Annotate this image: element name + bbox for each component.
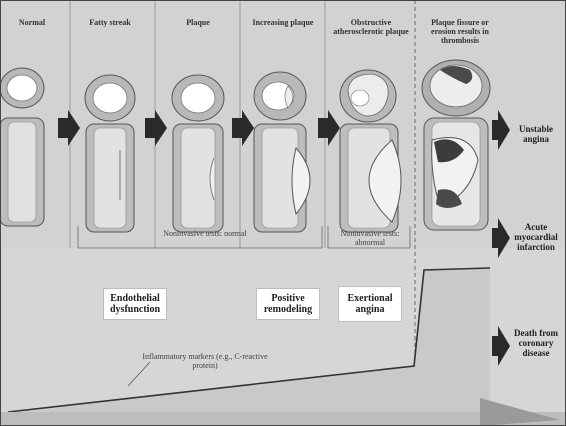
- vessel-fatty-streak: [85, 75, 135, 232]
- outcome-death: Death from coronary disease: [508, 328, 564, 358]
- tests-abnormal-label: Noninvasive tests: abnormal: [330, 229, 410, 247]
- vessel-thrombosis: [422, 60, 490, 230]
- risk-wedge: [8, 268, 490, 412]
- outcome-unstable-angina: Unstable angina: [508, 124, 564, 144]
- vessel-normal: [0, 68, 44, 226]
- stage-label-obstructive-plaque: Obstructive atherosclerotic plaque: [333, 18, 409, 36]
- vessel-plaque: [172, 75, 224, 232]
- inflammatory-markers-label: Inflammatory markers (e.g., C-reactive p…: [140, 352, 270, 370]
- tests-normal-label: Noninvasive tests: normal: [150, 229, 260, 238]
- outcome-acute-mi: Acute myocardial infarction: [508, 222, 564, 252]
- stage-label-fatty-streak: Fatty streak: [82, 18, 138, 27]
- vessel-obstructive-plaque: [340, 70, 401, 232]
- vessel-increasing-plaque: [254, 72, 310, 232]
- box-endothelial-dysfunction: Endothelial dysfunction: [103, 288, 167, 320]
- box-exertional-angina: Exertional angina: [338, 286, 402, 322]
- stage-label-increasing-plaque: Increasing plaque: [250, 18, 316, 27]
- stage-label-normal: Normal: [2, 18, 62, 27]
- box-positive-remodeling: Positive remodeling: [256, 288, 320, 320]
- stage-label-plaque: Plaque: [168, 18, 228, 27]
- stage-label-thrombosis: Plaque fissure or erosion results in thr…: [420, 18, 500, 45]
